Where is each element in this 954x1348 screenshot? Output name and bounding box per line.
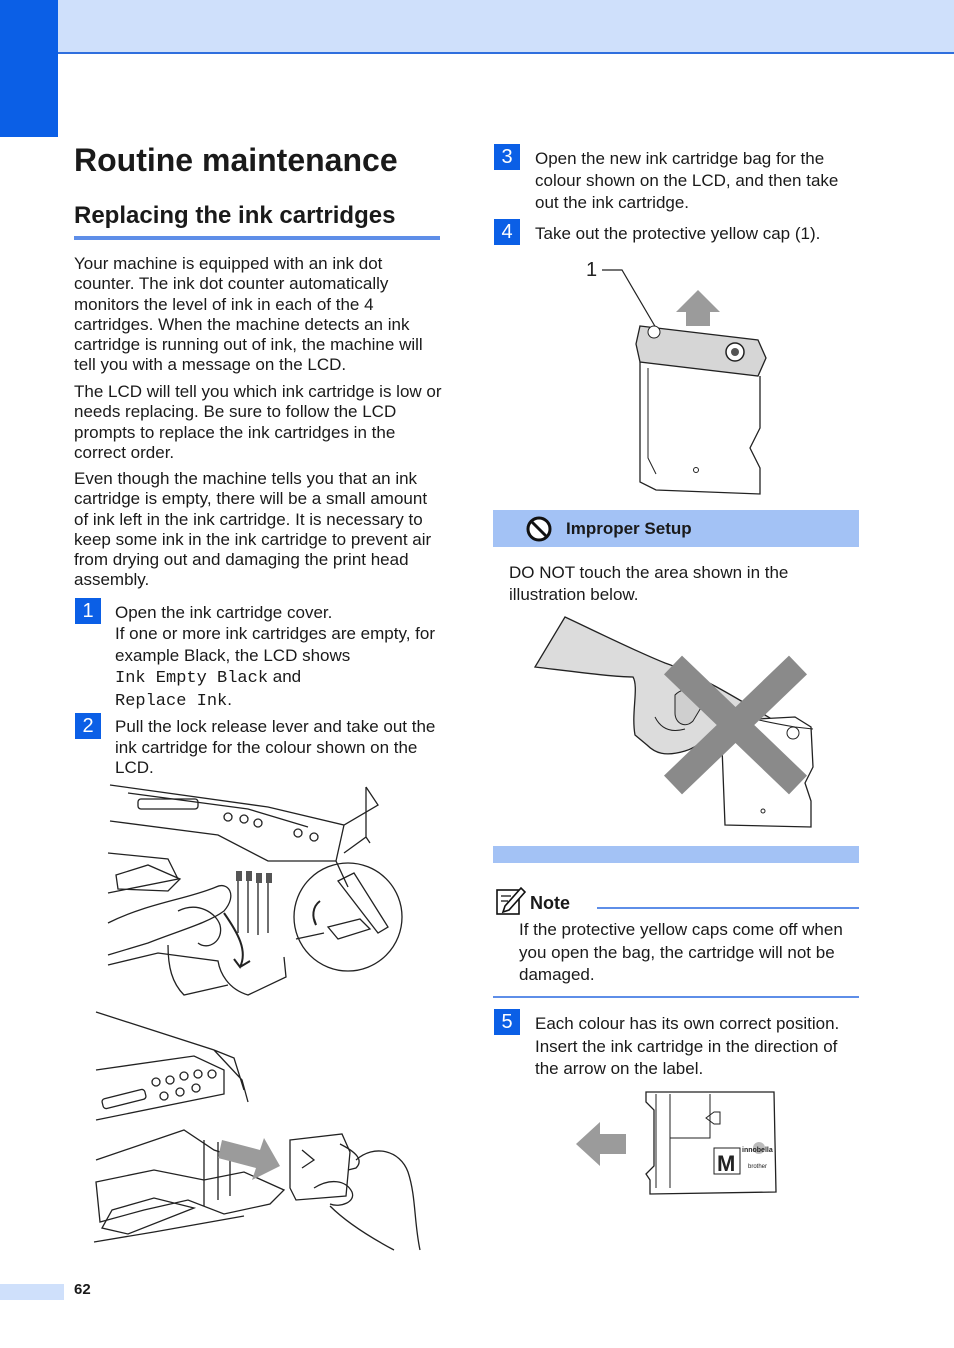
illustration-cartridge-cap: 1 <box>586 259 767 495</box>
note-divider <box>597 907 859 909</box>
prohibited-icon <box>526 516 552 542</box>
intro-paragraph-3: Even though the machine tells you that a… <box>74 469 432 590</box>
brand-brother: brother <box>748 1164 767 1170</box>
step-1-and: and <box>272 666 302 686</box>
step-3-badge: 3 <box>494 144 520 170</box>
page-number: 62 <box>74 1281 91 1298</box>
illustration-remove-cartridge <box>93 1011 421 1251</box>
lcd-message-ink-empty: Ink Empty Black <box>115 668 269 688</box>
note-title: Note <box>530 893 570 913</box>
caution-footer-bar <box>493 846 859 863</box>
step-1-badge: 1 <box>75 598 101 624</box>
section-title: Replacing the ink cartridges <box>74 202 440 240</box>
callout-1-label: 1 <box>586 259 597 281</box>
illustration-lever-release <box>107 784 403 996</box>
intro-paragraph-2: The LCD will tell you which ink cartridg… <box>74 382 442 462</box>
caution-header: Improper Setup <box>493 510 859 547</box>
illustration-insert-cartridge: M innobella brother <box>576 1091 777 1195</box>
chapter-tab <box>0 0 58 137</box>
step-1-line-2: If one or more ink cartridges are empty,… <box>115 624 435 665</box>
step-2-text: Pull the lock release lever and take out… <box>115 717 436 777</box>
header-band <box>58 0 954 54</box>
caution-text: DO NOT touch the area shown in the illus… <box>509 563 789 604</box>
step-1-end: . <box>227 690 232 710</box>
cartridge-letter: M <box>717 1151 735 1176</box>
brand-innobella: innobella <box>742 1147 773 1154</box>
step-5-text: Each colour has its own correct position… <box>535 1014 840 1078</box>
page-title: Routine maintenance <box>74 142 398 178</box>
step-1-line-1: Open the ink cartridge cover. <box>115 603 333 622</box>
note-text: If the protective yellow caps come off w… <box>519 920 843 984</box>
step-1-text: Open the ink cartridge cover. If one or … <box>115 602 445 712</box>
step-5-badge: 5 <box>494 1009 520 1035</box>
lcd-message-replace-ink: Replace Ink <box>115 692 228 712</box>
illustration-do-not-touch <box>533 616 814 828</box>
note-pencil-icon <box>496 886 527 915</box>
step-2-badge: 2 <box>75 713 101 739</box>
caution-title: Improper Setup <box>566 519 692 538</box>
note-bottom-rule <box>493 996 859 998</box>
step-3-text: Open the new ink cartridge bag for the c… <box>535 149 839 212</box>
step-4-badge: 4 <box>494 219 520 245</box>
intro-paragraph-1: Your machine is equipped with an ink dot… <box>74 254 423 375</box>
step-4-text: Take out the protective yellow cap (1). <box>535 224 821 243</box>
page-number-tab <box>0 1284 64 1300</box>
magenta-label-box <box>713 1147 741 1175</box>
